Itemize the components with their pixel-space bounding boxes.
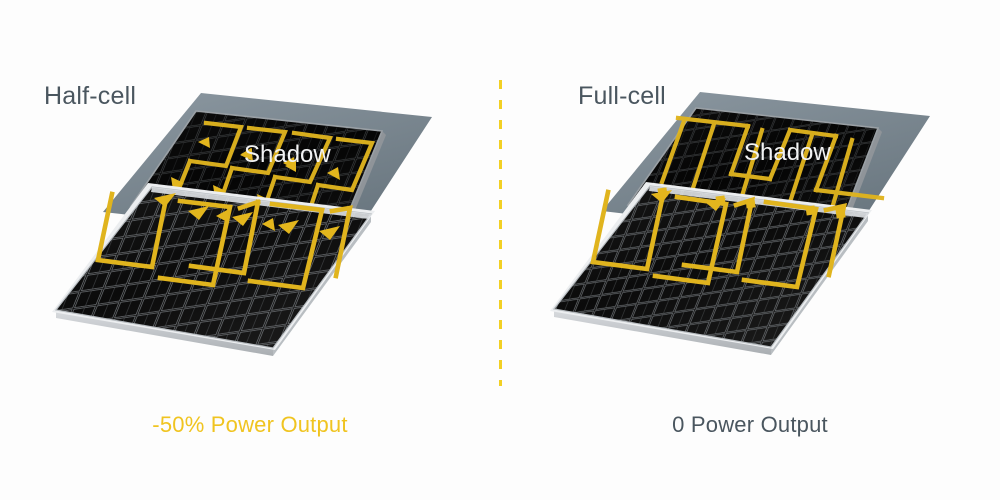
current-arrowheads-lower [651, 190, 726, 211]
current-path-upper [173, 120, 376, 227]
half-cell-panel-group: Half-cell [44, 82, 432, 437]
current-path-lower [590, 189, 848, 290]
full-cell-heading: Full-cell [578, 82, 666, 110]
shadow-label-right: Shadow [744, 139, 831, 166]
current-path-lower [95, 191, 353, 291]
shadow-label-left: Shadow [244, 141, 331, 168]
full-cell-caption: 0 Power Output [672, 412, 828, 437]
half-cell-lower-section [52, 183, 375, 356]
full-cell-illustration: Shadow [550, 92, 930, 355]
current-arrowheads-lower [154, 193, 340, 240]
half-cell-caption: -50% Power Output [152, 412, 348, 437]
full-cell-panel-group: Full-cell [500, 0, 1000, 500]
half-cell-heading: Half-cell [44, 82, 137, 110]
current-path-upper [659, 115, 885, 208]
half-cell-illustration: Shadow [52, 93, 432, 356]
